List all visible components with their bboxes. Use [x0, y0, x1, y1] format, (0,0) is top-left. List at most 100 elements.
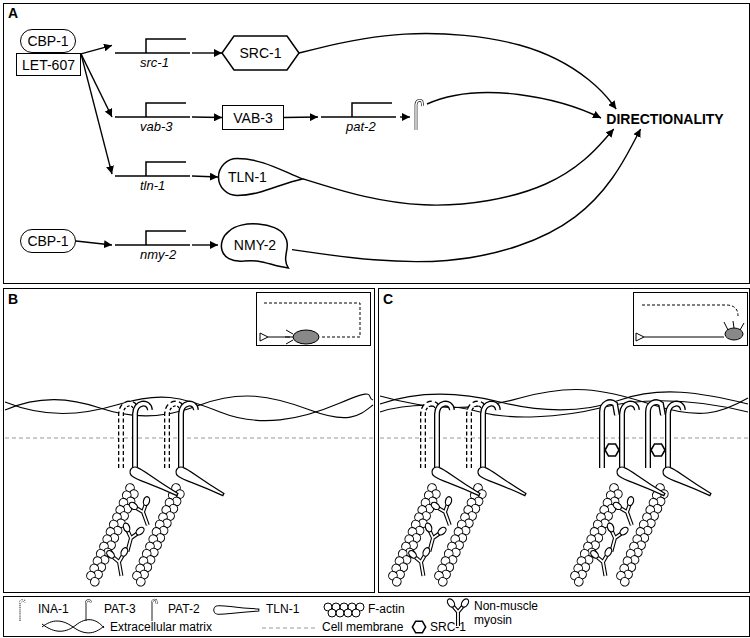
- legend-swatch: [20, 600, 25, 621]
- legend-swatch: [262, 628, 318, 629]
- node-label: LET-607: [22, 57, 75, 73]
- gene-symbol: src-1: [112, 34, 192, 72]
- node-label: pat-2: [346, 119, 376, 135]
- illustration-part: [285, 330, 293, 344]
- myosin-shape: NMY-2: [218, 222, 292, 268]
- illustration-part: [636, 333, 644, 341]
- legend-text: PAT-2: [168, 602, 200, 616]
- gene-symbol: pat-2: [318, 98, 398, 136]
- node-label: nmy-2: [140, 247, 176, 263]
- node-outline: [219, 159, 303, 196]
- node-label: NMY-2: [234, 237, 276, 253]
- legend-text: Non-muscle myosin: [474, 599, 546, 627]
- legend-text: TLN-1: [266, 602, 299, 616]
- legend-frame: [4, 597, 750, 637]
- legend-text: Cell membrane: [322, 620, 403, 634]
- node-label: DIRECTIONALITY: [606, 111, 723, 127]
- panel-frame: [4, 289, 375, 593]
- illustration-part: [42, 620, 104, 632]
- legend-swatch: [324, 603, 364, 617]
- illustration-part: [328, 609, 336, 617]
- connector-arrow: [292, 129, 641, 262]
- adhesion-assembly: [84, 404, 226, 588]
- illustration-part: [260, 333, 268, 341]
- gene-symbol: nmy-2: [112, 226, 192, 264]
- connector-arrow: [192, 116, 222, 118]
- legend-swatch: [412, 621, 425, 633]
- legend-text: Extracellular matrix: [110, 620, 212, 634]
- protein-box: CBP-1: [20, 29, 76, 53]
- node-label: SRC-1: [239, 45, 281, 61]
- illustration-part: [293, 330, 319, 344]
- adhesion-assembly: [386, 404, 528, 588]
- illustration-part: [344, 609, 352, 617]
- illustration-part: [257, 293, 371, 346]
- protein-box: CBP-1: [20, 229, 76, 253]
- legend-text: PAT-3: [104, 602, 136, 616]
- legend-text: SRC-1: [430, 620, 466, 634]
- illustration-part: [724, 321, 744, 330]
- legend-swatch: [86, 600, 91, 621]
- protein-hexagon: SRC-1: [222, 36, 299, 70]
- panel-frame: [379, 289, 750, 593]
- gene-line: [115, 231, 190, 245]
- connector-arrow: [284, 116, 318, 118]
- arrow: [400, 116, 410, 117]
- node-label: VAB-3: [233, 110, 272, 126]
- legend-swatch: [42, 620, 104, 633]
- extracellular-matrix: [5, 394, 373, 421]
- gene-line: [115, 103, 190, 117]
- connector-arrow: [303, 129, 614, 205]
- illustration-part: [336, 609, 344, 617]
- protein-box: LET-607: [16, 53, 81, 76]
- node-label: TLN-1: [228, 169, 267, 185]
- connector-arrow: [192, 176, 218, 177]
- panel-letter: B: [8, 291, 18, 307]
- connector-arrow: [299, 34, 616, 109]
- panel-frames: [4, 4, 750, 637]
- gene-line: [115, 39, 190, 53]
- illustration-part: [642, 305, 738, 316]
- panel-letter: C: [383, 291, 393, 307]
- talin-shape: TLN-1: [218, 158, 303, 196]
- node-label: tln-1: [140, 178, 165, 194]
- pat-2-icon: [416, 100, 423, 130]
- gene-line: [321, 103, 396, 117]
- illustration-part: [352, 609, 360, 617]
- illustration-part: [644, 337, 724, 338]
- node-outline: [222, 36, 299, 70]
- connector-arrow: [81, 45, 112, 54]
- cell-membrane: [5, 438, 373, 439]
- panel-letter: A: [8, 5, 18, 21]
- connector-arrow: [192, 52, 222, 53]
- panel-frame: [4, 4, 750, 284]
- legend-swatch: [214, 606, 259, 615]
- legend-text: F-actin: [368, 602, 405, 616]
- node-outline: [221, 224, 288, 268]
- node-label: CBP-1: [27, 33, 68, 49]
- adhesion-assembly-src: [568, 402, 713, 587]
- illustration-part: [634, 293, 748, 346]
- illustration-part: [5, 396, 373, 418]
- gene-line: [115, 162, 190, 176]
- arrow: [427, 93, 601, 118]
- illustration-part: [5, 394, 373, 421]
- legend-swatch: [152, 600, 157, 621]
- connector-arrow: [81, 54, 112, 174]
- connector-arrow: [192, 244, 218, 245]
- node-label: vab-3: [140, 119, 173, 135]
- connector-arrow: [76, 241, 112, 245]
- migration-inset: [634, 293, 748, 346]
- connector-arrow: [81, 54, 112, 117]
- migration-inset: [257, 293, 371, 346]
- legend-text: INA-1: [38, 602, 69, 616]
- protein-box: VAB-3: [222, 105, 284, 130]
- node-label: src-1: [140, 55, 169, 71]
- gene-symbol: vab-3: [112, 98, 192, 136]
- outcome-label: DIRECTIONALITY: [604, 109, 726, 129]
- node-label: CBP-1: [27, 233, 68, 249]
- gene-symbol: tln-1: [112, 157, 192, 195]
